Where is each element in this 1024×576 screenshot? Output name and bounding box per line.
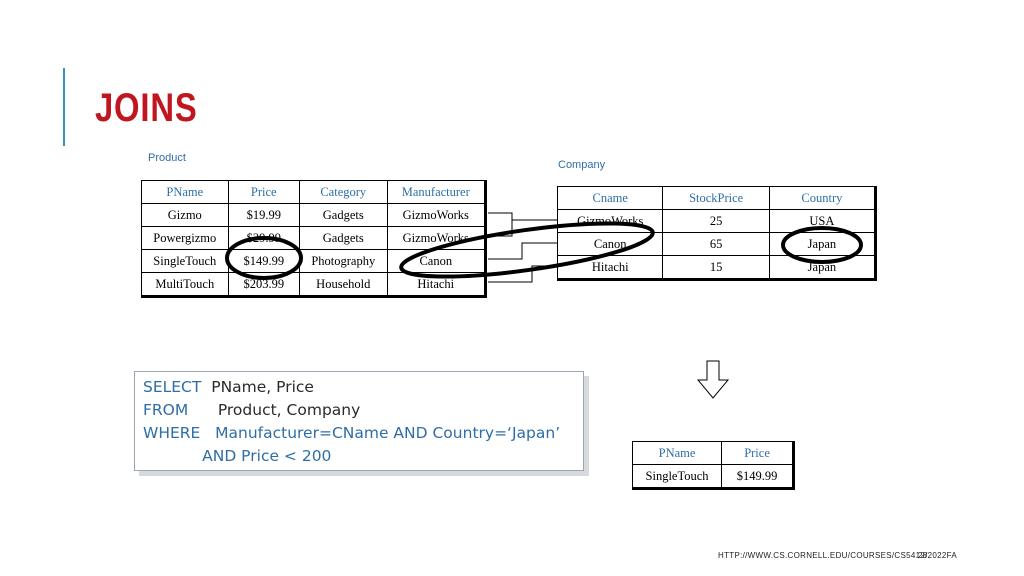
product-caption: Product: [148, 152, 186, 164]
table-cell: Canon: [556, 232, 664, 256]
product-table: PName Price Category Manufacturer Gizmo …: [141, 180, 487, 298]
table-cell: USA: [768, 209, 877, 233]
connector-line: [488, 220, 513, 237]
table-row: Gizmo $19.99 Gadgets GizmoWorks: [141, 203, 487, 227]
column-header: PName: [631, 441, 723, 465]
table-cell: 25: [662, 209, 770, 233]
table-cell: $203.99: [227, 272, 300, 297]
table-cell: Japan: [768, 232, 877, 256]
table-cell: GizmoWorks: [556, 209, 664, 233]
from-keyword: FROM: [143, 401, 189, 419]
result-table: PName Price SingleTouch $149.99: [631, 441, 795, 490]
slide-title: JOINS: [95, 86, 198, 130]
table-cell: 65: [662, 232, 770, 256]
page-number: 28: [918, 551, 928, 560]
column-header: Country: [768, 186, 877, 210]
column-header: Cname: [556, 186, 664, 210]
accent-bar: [63, 68, 65, 146]
column-header: StockPrice: [662, 186, 770, 210]
column-header: Category: [298, 180, 388, 204]
table-cell: $29.99: [227, 226, 300, 250]
table-cell: Gadgets: [298, 203, 388, 227]
table-row: GizmoWorks 25 USA: [556, 209, 877, 233]
table-cell: Powergizmo: [141, 226, 229, 250]
table-cell: SingleTouch: [141, 249, 229, 273]
table-cell: $149.99: [721, 464, 794, 489]
company-caption: Company: [558, 159, 606, 171]
table-row: Powergizmo $29.99 Gadgets GizmoWorks: [141, 226, 487, 250]
connector-line: [488, 265, 557, 283]
table-cell: $19.99: [227, 203, 300, 227]
where-keyword: WHERE: [143, 424, 201, 442]
column-header: Price: [721, 441, 794, 465]
table-header-row: Cname StockPrice Country: [556, 186, 877, 210]
table-row: Canon 65 Japan: [556, 232, 877, 256]
table-cell: Photography: [298, 249, 388, 273]
table-cell: Hitachi: [386, 272, 487, 297]
down-arrow-icon: [696, 360, 730, 399]
table-row: SingleTouch $149.99: [631, 464, 794, 489]
select-keyword: SELECT: [143, 378, 202, 396]
table-cell: Household: [298, 272, 388, 297]
select-columns: PName, Price: [211, 378, 314, 396]
sql-query-box: SELECT PName, Price FROM Product, Compan…: [134, 371, 584, 471]
and-condition: AND Price < 200: [202, 447, 332, 465]
where-line: WHERE Manufacturer=CName AND Country=‘Ja…: [143, 422, 583, 445]
table-row: SingleTouch $149.99 Photography Canon: [141, 249, 487, 273]
from-tables: Product, Company: [217, 401, 361, 419]
table-cell: GizmoWorks: [386, 203, 487, 227]
table-cell: Gizmo: [141, 203, 229, 227]
table-header-row: PName Price Category Manufacturer: [141, 180, 487, 204]
table-cell: Hitachi: [556, 255, 664, 280]
table-cell: Japan: [768, 255, 877, 280]
connector-line: [488, 242, 557, 260]
table-cell: Gadgets: [298, 226, 388, 250]
table-header-row: PName Price: [631, 441, 794, 465]
table-cell: Canon: [386, 249, 487, 273]
where-condition: Manufacturer=CName AND Country=‘Japan’: [215, 424, 561, 442]
table-cell: MultiTouch: [141, 272, 229, 297]
column-header: PName: [141, 180, 229, 204]
table-cell: $149.99: [227, 249, 300, 273]
and-line: AND Price < 200: [143, 445, 583, 468]
select-line: SELECT PName, Price: [143, 376, 583, 399]
column-header: Manufacturer: [386, 180, 487, 204]
from-line: FROM Product, Company: [143, 399, 583, 422]
table-cell: SingleTouch: [631, 464, 723, 489]
table-row: MultiTouch $203.99 Household Hitachi: [141, 272, 487, 297]
join-connector-lines: [488, 212, 557, 283]
table-cell: GizmoWorks: [386, 226, 487, 250]
column-header: Price: [227, 180, 300, 204]
company-table: Cname StockPrice Country GizmoWorks 25 U…: [556, 186, 877, 281]
table-cell: 15: [662, 255, 770, 280]
footer-url: HTTP://WWW.CS.CORNELL.EDU/COURSES/CS5412…: [718, 551, 958, 560]
table-row: Hitachi 15 Japan: [556, 255, 877, 280]
connector-line: [488, 212, 557, 221]
